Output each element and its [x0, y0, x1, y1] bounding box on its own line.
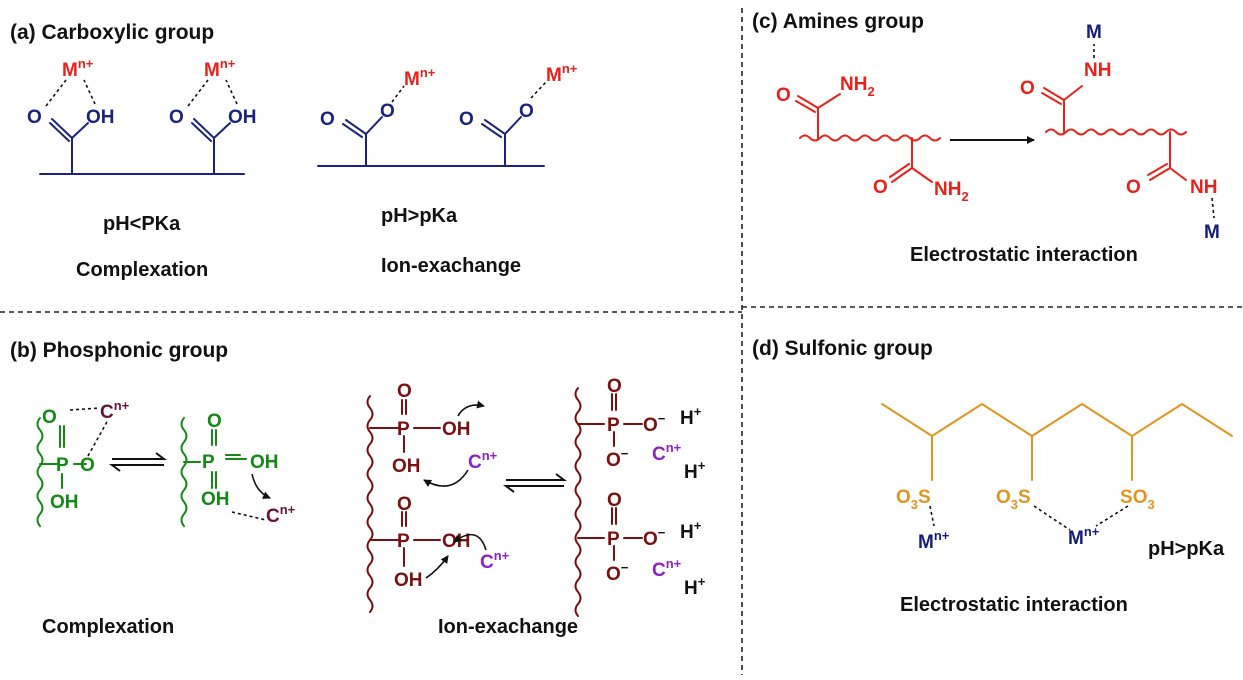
panel-b-mechanism-left: Complexation: [42, 616, 174, 638]
oxygen-label: O−: [606, 446, 629, 471]
hydroxyl-label: OH: [201, 489, 230, 510]
amide-unit: [795, 93, 933, 183]
oxygen-label: O: [607, 490, 622, 511]
metal-label: M: [1204, 222, 1220, 243]
panel-c-mechanism: Electrostatic interaction: [910, 244, 1138, 266]
proton-label: H+: [684, 574, 706, 599]
proton-label: H+: [684, 458, 706, 483]
panel-amines: (c) Amines group O NH2 O NH2: [752, 10, 1220, 266]
oxygen-label: O: [27, 107, 42, 128]
cation-label: Cn+: [100, 398, 130, 423]
oxygen-label: O−: [643, 411, 666, 436]
carboxyl-complex-2: [187, 79, 238, 175]
panel-d-mechanism: Electrostatic interaction: [900, 594, 1128, 616]
equilibrium-arrow: [109, 452, 167, 472]
oxygen-label: O: [320, 109, 335, 130]
metal-ion-label: Mn+: [1068, 524, 1100, 549]
oxygen-label: O: [776, 85, 791, 106]
hydroxyl-label: OH: [86, 107, 115, 128]
proton-label: H+: [680, 404, 702, 429]
panel-a-condition-right: pH>pKa: [381, 205, 458, 227]
oxygen-label: O: [1126, 177, 1141, 198]
phosphorus-label: P: [607, 529, 620, 550]
panel-b-mechanism-right: Ion-exachange: [438, 616, 578, 638]
phosphorus-label: P: [202, 452, 215, 473]
oxygen-label: O: [80, 455, 95, 476]
sulfonate-label: SO3: [1120, 487, 1155, 512]
oxygen-label: O: [42, 407, 57, 428]
metal-ion-label: Mn+: [62, 56, 94, 81]
cation-label: Cn+: [468, 448, 498, 473]
cation-label: Cn+: [480, 548, 510, 573]
cation-label: Cn+: [652, 556, 682, 581]
sulfonate-label: O3S: [996, 487, 1031, 512]
oxygen-label: O: [873, 177, 888, 198]
oxygen-label: O: [397, 381, 412, 402]
panel-separators: [0, 8, 1243, 675]
panel-sulfonic: (d) Sulfonic group O3S O3S SO3 Mn+ Mn+ p…: [752, 337, 1233, 616]
panel-carboxylic: (a) Carboxylic group Mn+ O OH Mn+ O OH: [10, 21, 578, 281]
hydroxyl-label: OH: [442, 531, 471, 552]
oxygen-label: O: [397, 494, 412, 515]
metal-ion-label: Mn+: [404, 65, 436, 90]
panel-a-mechanism-right: Ion-exachange: [381, 255, 521, 277]
oxygen-label: O: [169, 107, 184, 128]
phosphonate-deprotonated-upper: [577, 393, 643, 447]
metal-label: M: [1086, 22, 1102, 43]
carboxyl-complex-1: [45, 79, 96, 175]
panel-a-condition-left: pH<PKa: [103, 213, 181, 235]
phosphorus-label: P: [56, 455, 69, 476]
sulfonate-label: O3S: [896, 487, 931, 512]
hydroxyl-label: OH: [442, 419, 471, 440]
oxygen-label: O: [1020, 78, 1035, 99]
cation-label: Cn+: [652, 440, 682, 465]
amine-label: NH2: [934, 179, 969, 204]
phosphorus-label: P: [397, 531, 410, 552]
sulfonic-backbone: [881, 403, 1233, 437]
panel-phosphonic: (b) Phosphonic group O P O OH Cn+: [10, 339, 706, 638]
amide-complex-unit: [1041, 44, 1215, 219]
panel-c-title: (c) Amines group: [752, 10, 924, 33]
phosphorus-label: P: [397, 419, 410, 440]
equilibrium-arrow: [503, 473, 567, 493]
panel-b-title: (b) Phosphonic group: [10, 339, 228, 362]
hydroxyl-label: OH: [228, 107, 257, 128]
phosphonate-deprotonated-lower: [577, 507, 643, 561]
oxygen-label: O: [207, 411, 222, 432]
panel-d-title: (d) Sulfonic group: [752, 337, 933, 360]
oxygen-label: O−: [643, 525, 666, 550]
oxygen-label: O−: [606, 560, 629, 585]
metal-coordination: [929, 505, 1129, 531]
amine-label: NH: [1190, 177, 1217, 198]
panel-d-condition: pH>pKa: [1148, 538, 1225, 560]
phosphonate-complex: [39, 407, 109, 489]
cation-label: Cn+: [266, 502, 296, 527]
phosphonate-ion-exchange-upper: [369, 399, 441, 453]
metal-ion-label: Mn+: [204, 56, 236, 81]
oxygen-label: O: [519, 101, 534, 122]
hydroxyl-label: OH: [50, 492, 79, 513]
oxygen-label: O: [607, 376, 622, 397]
metal-ion-label: Mn+: [546, 61, 578, 86]
oxygen-label: O: [380, 101, 395, 122]
panel-a-mechanism-left: Complexation: [76, 259, 208, 281]
metal-ion-label: Mn+: [918, 528, 950, 553]
oxygen-label: O: [459, 109, 474, 130]
panel-a-title: (a) Carboxylic group: [10, 21, 214, 44]
sulfonate-pendants: [931, 435, 1133, 481]
carboxylate-ion-exchange-2: [481, 81, 547, 167]
hydroxyl-label: OH: [392, 456, 421, 477]
hydroxyl-label: OH: [394, 570, 423, 591]
phosphonate-open: [183, 429, 267, 521]
phosphonate-ion-exchange-lower: [369, 511, 441, 567]
phosphorus-label: P: [607, 415, 620, 436]
carboxylate-ion-exchange-1: [342, 85, 405, 167]
hydroxyl-label: OH: [250, 452, 279, 473]
proton-label: H+: [680, 518, 702, 543]
amine-label: NH2: [840, 74, 875, 99]
amine-label: NH: [1084, 60, 1111, 81]
